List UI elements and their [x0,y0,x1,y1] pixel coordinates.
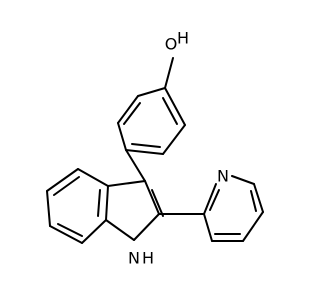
bond-benzo-double-a [53,176,80,196]
atom-label-h-hydroxyl: H [177,29,189,48]
bond-indole-n-c7a [105,219,135,241]
bond-phenol-4 [125,149,164,155]
bond-indole-c3-c2 [144,180,160,215]
bond-indole-c7a-c3a [105,185,109,221]
bond-phenol-double-c [162,97,178,125]
bond-layer [46,57,264,244]
bond-benzo-double-c [97,189,101,217]
bond-pyridine-double-a [250,190,257,212]
bond-benzo-2 [46,168,79,192]
molecule-structure: O H N N H [46,29,264,268]
atom-label-layer: O H N N H [128,29,229,268]
bond-pyridine-6 [203,213,213,242]
bond-pyridine-2 [231,175,255,185]
bond-indole-c3a-c3 [107,180,146,187]
bond-benzo-4 [49,225,83,244]
bond-phenol-1 [137,87,166,97]
bond-pyridine-double-c [209,189,220,211]
bond-phenol-6 [164,87,186,126]
bond-benzo-3 [46,190,51,227]
bond-phenol-oh [164,57,174,89]
atom-label-indole-n: N [128,249,140,268]
bond-phenol-5 [162,124,186,155]
bond-benzo-5 [81,219,107,244]
bond-phenol-2 [117,95,139,124]
bond-benzo-double-b [57,223,83,237]
bond-phenol-double-b [131,143,161,148]
atom-label-indole-h: H [142,249,154,268]
bond-pyridine-1 [203,183,217,215]
bond-phenyl-indole [125,149,146,182]
bond-benzo-1 [77,168,109,187]
atom-label-o: O [165,35,178,54]
bond-indole-c2-n [133,213,160,241]
bond-indole-double [151,189,164,217]
bond-pyridine-3 [253,183,264,213]
bond-pyridine-4 [242,211,264,242]
bond-phenol-3 [117,122,127,151]
atom-label-pyridine-n: N [217,167,229,186]
bond-phenol-double-a [123,102,141,125]
